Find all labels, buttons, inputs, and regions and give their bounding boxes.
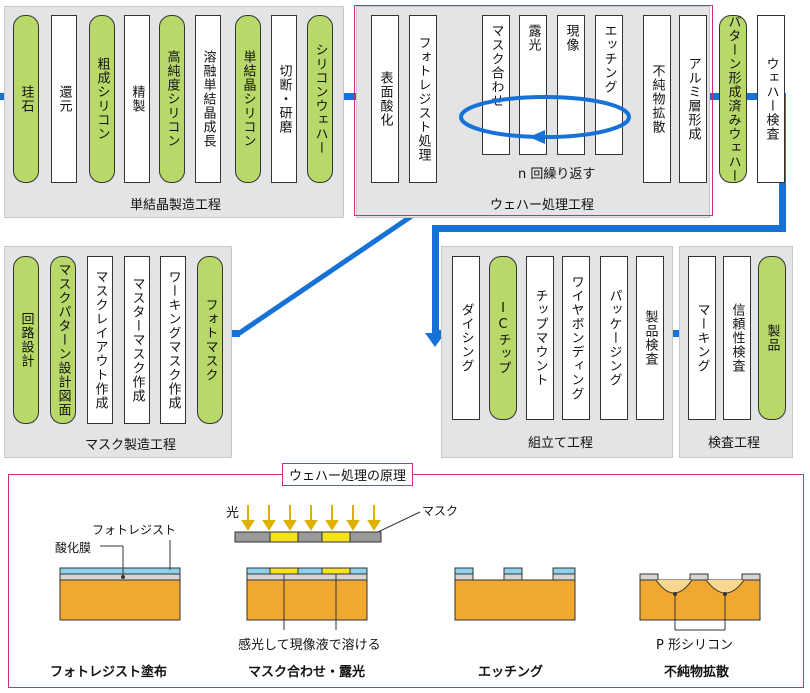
step-impurity-diffusion: 不純物拡散 — [643, 15, 671, 183]
mask-panel — [4, 246, 232, 458]
caption-etching: エッチング — [478, 665, 544, 680]
step-mask-layout: マスクレイアウト作成 — [87, 256, 113, 424]
step-aluminum-layer: アルミ層形成 — [679, 15, 707, 183]
oxide-label: 酸化膜 — [55, 541, 92, 555]
down-arrow-head — [425, 333, 445, 347]
dissolve-label: 感光して現像液で溶ける — [238, 638, 381, 653]
inspection-title: 検査工程 — [708, 436, 761, 451]
step-working-mask: ワーキングマスク作成 — [160, 256, 186, 424]
step-dicing: ダイシング — [452, 256, 480, 420]
principle-title: ウェハー処理の原理 — [282, 463, 414, 486]
step-photomask: フォトマスク — [197, 256, 223, 424]
step-mask-align: マスク合わせ — [482, 15, 510, 155]
step-patterned-wafer: パターン形成済みウェハー — [719, 15, 747, 183]
assembly-title: 組立て工程 — [528, 436, 594, 451]
step-master-mask: マスターマスク作成 — [124, 256, 150, 424]
flow-line-down — [432, 225, 439, 335]
step-packaging: パッケージング — [600, 256, 628, 420]
mask-title: マスク製造工程 — [85, 438, 177, 453]
step-high-purity-silicon: 高純度シリコン — [159, 15, 185, 183]
step-silicon-wafer: シリコンウェハー — [307, 15, 333, 183]
caption-diffusion: 不純物拡散 — [664, 665, 730, 680]
step-surface-oxidation: 表面酸化 — [371, 15, 399, 183]
step-product-inspection: 製品検査 — [636, 256, 664, 420]
photoresist-label: フォトレジスト — [92, 523, 177, 537]
step-mask-pattern-drawing: マスクパターン設計図面 — [50, 256, 76, 424]
caption-photoresist: フォトレジスト塗布 — [50, 665, 168, 680]
step-refining: 精製 — [124, 15, 150, 183]
flow-line-connector — [432, 225, 786, 232]
step-exposure: 露光 — [519, 15, 547, 155]
wafer-panel-border — [354, 5, 713, 216]
step-wire-bonding: ワイヤボンディング — [562, 256, 590, 420]
step-crystal-growth: 溶融単結晶成長 — [195, 15, 221, 183]
step-cutting-polishing: 切断・研磨 — [271, 15, 297, 183]
step-marking: マーキング — [688, 256, 716, 420]
repeat-label: n 回繰り返す — [518, 167, 596, 182]
step-reduction: 還元 — [51, 15, 77, 183]
step-ic-chip: ICチップ — [489, 256, 517, 420]
single-crystal-title: 単結晶製造工程 — [130, 198, 222, 213]
step-silica: 珪石 — [13, 15, 39, 183]
step-crude-silicon: 粗成シリコン — [89, 15, 115, 183]
step-single-crystal-silicon: 単結晶シリコン — [235, 15, 261, 183]
mask-label: マスク — [422, 504, 459, 518]
repeat-loop — [459, 95, 631, 144]
ptype-label: P 形シリコン — [656, 638, 733, 653]
caption-mask-exposure: マスク合わせ・露光 — [248, 665, 366, 680]
step-reliability-test: 信頼性検査 — [723, 256, 751, 420]
step-photoresist: フォトレジスト処理 — [409, 15, 437, 183]
step-circuit-design: 回路設計 — [13, 256, 39, 424]
step-chip-mount: チップマウント — [526, 256, 554, 420]
step-wafer-inspection: ウェハー検査 — [757, 15, 785, 183]
step-development: 現像 — [557, 15, 585, 155]
wafer-title: ウェハー処理工程 — [490, 198, 595, 213]
step-product: 製品 — [758, 256, 786, 420]
light-label: 光 — [226, 506, 240, 521]
